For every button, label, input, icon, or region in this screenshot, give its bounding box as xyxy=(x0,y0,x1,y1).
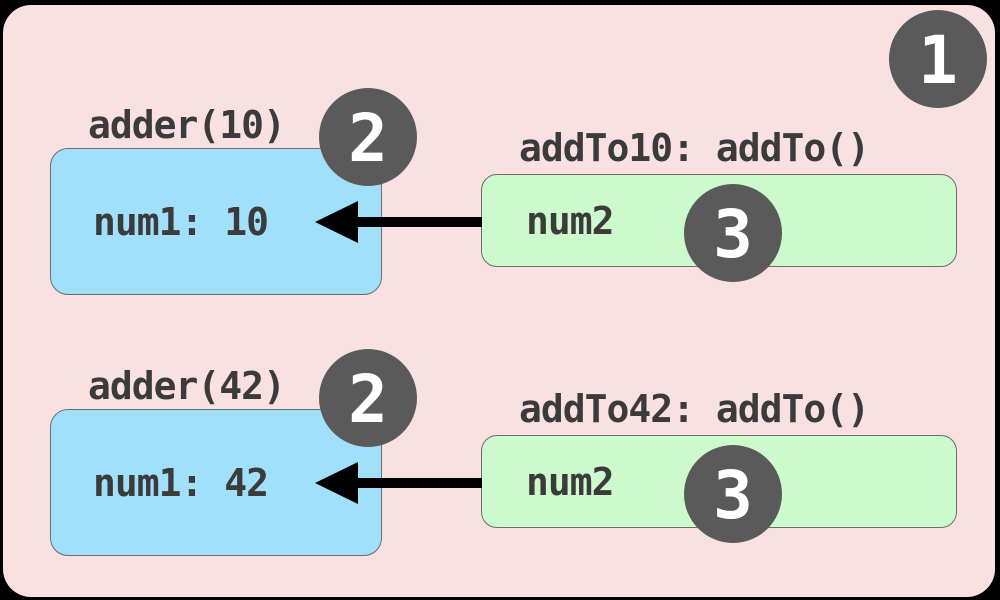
closure-diagram-panel xyxy=(3,5,995,597)
step-badge-1-number: 1 xyxy=(918,22,958,99)
step-badge-1: 1 xyxy=(889,10,987,108)
